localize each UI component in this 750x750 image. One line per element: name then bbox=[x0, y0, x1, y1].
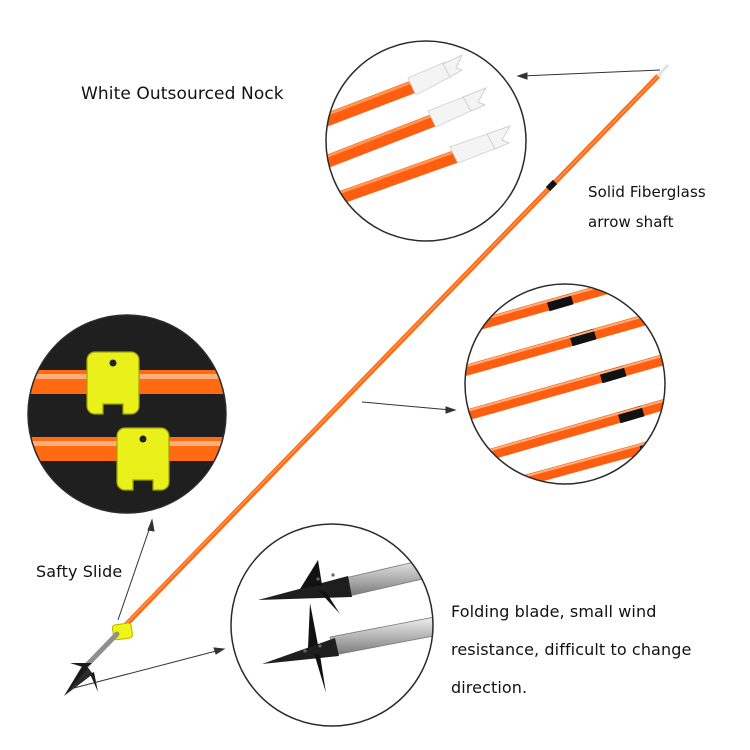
shaft-callout-line-2: arrow shaft bbox=[588, 213, 674, 231]
blade-callout-line-1: Folding blade, small wind bbox=[451, 602, 657, 621]
arrow-tip bbox=[64, 663, 98, 696]
nock-callout-label: White Outsourced Nock bbox=[81, 84, 284, 104]
shaft-callout-label: Solid Fiberglass arrow shaft bbox=[588, 177, 748, 237]
nock-detail-circle bbox=[325, 40, 527, 242]
pointer-lines bbox=[73, 69, 661, 689]
shaft-detail-circle bbox=[464, 283, 666, 485]
tip-detail-circle bbox=[230, 523, 434, 727]
slide-callout-label: Safty Slide bbox=[36, 562, 123, 581]
slide-detail-circle bbox=[27, 314, 227, 514]
blade-callout-label: Folding blade, small wind resistance, di… bbox=[451, 593, 741, 707]
main-arrow bbox=[64, 63, 670, 696]
shaft-callout-line-1: Solid Fiberglass bbox=[588, 183, 706, 201]
blade-callout-line-2: resistance, difficult to change bbox=[451, 640, 692, 659]
blade-callout-line-3: direction. bbox=[451, 678, 528, 697]
